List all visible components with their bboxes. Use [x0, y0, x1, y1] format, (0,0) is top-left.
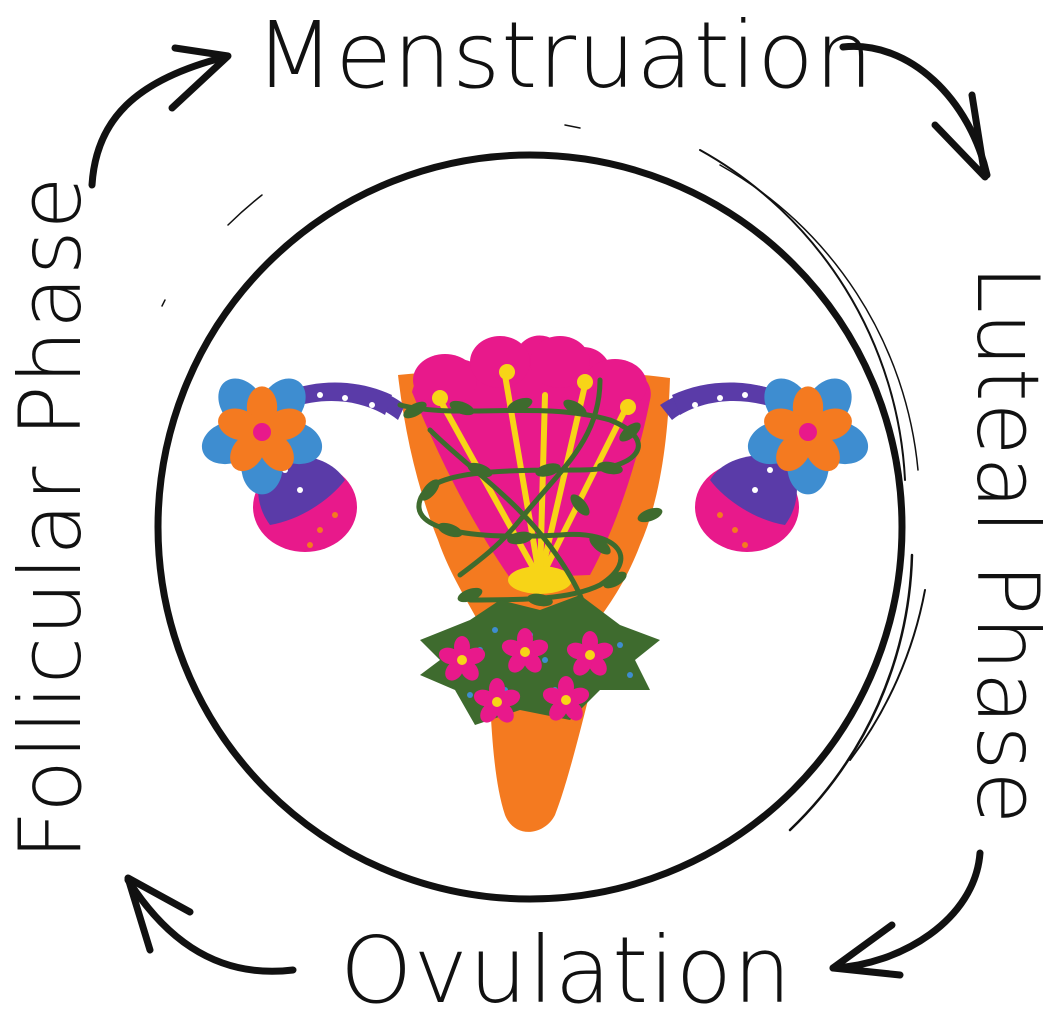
cycle-arrow-icon	[833, 853, 980, 975]
cycle-arrow-icon	[128, 878, 293, 971]
phase-label-ovulation: Ovulation	[340, 925, 792, 1017]
uterus-illustration	[172, 335, 898, 831]
phase-label-luteal: Luteal Phase	[964, 265, 1050, 825]
phase-label-follicular: Follicular Phase	[8, 200, 104, 860]
phase-label-menstruation: Menstruation	[255, 10, 874, 102]
cycle-arrow-icon	[92, 48, 228, 185]
